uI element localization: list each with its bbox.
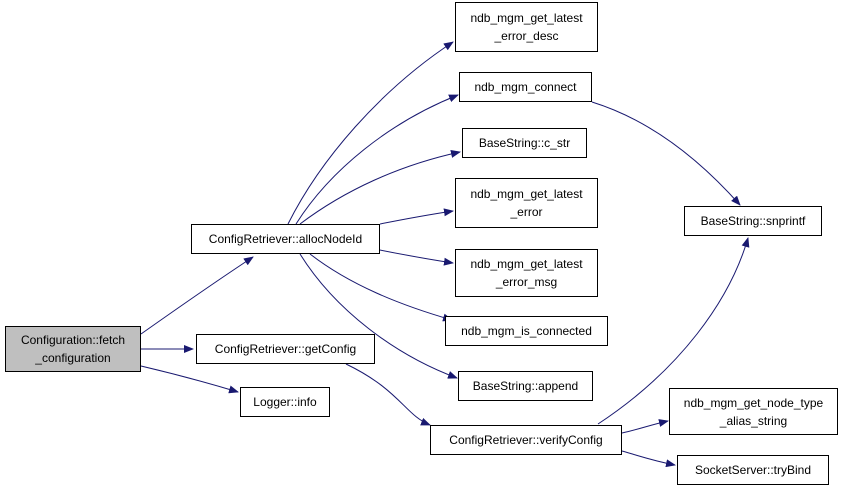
node-label-line-2: _error_msg — [495, 275, 558, 289]
edge-allocNodeId-to-error-desc — [287, 41, 454, 225]
node-ndb-mgm-get-node-type-alias-string[interactable]: ndb_mgm_get_node_type _alias_string — [669, 388, 838, 435]
node-label: ndb_mgm_connect — [474, 80, 577, 94]
edge-connect-to-snprintf — [591, 101, 741, 206]
edge-fetch-to-logger-info — [140, 365, 239, 394]
edge-allocNodeId-to-error — [379, 208, 454, 225]
node-label-line-1: ndb_mgm_get_latest — [470, 11, 583, 25]
node-label: ConfigRetriever::allocNodeId — [208, 232, 363, 246]
node-label-line-1: ndb_mgm_get_latest — [470, 257, 583, 271]
edge-fetch-to-allocNodeId — [140, 256, 254, 335]
edge-allocNodeId-to-is-connected — [309, 253, 453, 322]
edge-allocNodeId-to-append — [299, 253, 458, 379]
node-label-line-1: ndb_mgm_get_node_type — [683, 395, 824, 410]
node-basestring-snprintf[interactable]: BaseString::snprintf — [684, 206, 822, 236]
node-label: Logger::info — [253, 395, 317, 409]
node-label: BaseString::snprintf — [700, 214, 806, 228]
node-label: BaseString::c_str — [478, 136, 571, 150]
node-socketserver-trybind[interactable]: SocketServer::tryBind — [677, 455, 829, 485]
node-label-line-1: Configuration::fetch — [20, 333, 126, 347]
node-label: SocketServer::tryBind — [694, 463, 812, 477]
node-basestring-c-str[interactable]: BaseString::c_str — [462, 128, 587, 158]
node-ndb-mgm-is-connected[interactable]: ndb_mgm_is_connected — [445, 316, 608, 346]
node-configretriever-verifyconfig[interactable]: ConfigRetriever::verifyConfig — [430, 425, 622, 455]
node-configretriever-getconfig[interactable]: ConfigRetriever::getConfig — [196, 334, 375, 364]
node-label: ConfigRetriever::verifyConfig — [449, 433, 603, 447]
node-label: BaseString::append — [472, 379, 579, 393]
node-configretriever-allocnodeid[interactable]: ConfigRetriever::allocNodeId — [191, 224, 380, 254]
node-basestring-append[interactable]: BaseString::append — [458, 371, 593, 401]
node-label-line-1: ndb_mgm_get_latest — [470, 187, 583, 201]
edge-allocNodeId-to-error-msg — [379, 249, 454, 266]
edge-verifyConfig-to-tryBind — [621, 450, 676, 468]
node-ndb-mgm-get-latest-error[interactable]: ndb_mgm_get_latest _error — [455, 178, 598, 228]
edge-getConfig-to-verifyConfig — [345, 363, 431, 426]
edge-allocNodeId-to-connect — [295, 94, 459, 225]
edge-allocNodeId-to-c-str — [299, 149, 461, 225]
node-ndb-mgm-connect[interactable]: ndb_mgm_connect — [459, 72, 592, 102]
node-label-line-2: _error_desc — [494, 29, 559, 43]
node-ndb-mgm-get-latest-error-desc[interactable]: ndb_mgm_get_latest _error_desc — [455, 2, 598, 52]
node-ndb-mgm-get-latest-error-msg[interactable]: ndb_mgm_get_latest _error_msg — [455, 249, 598, 297]
node-label: ndb_mgm_is_connected — [461, 324, 592, 338]
edge-verifyConfig-to-node-type-alias — [621, 419, 669, 434]
node-configuration-fetch-configuration: Configuration::fetch_configuration — [5, 326, 141, 372]
node-label-line-2: _alias_string — [719, 413, 788, 428]
edge-verifyConfig-to-snprintf — [597, 237, 750, 425]
node-logger-info[interactable]: Logger::info — [240, 387, 330, 417]
node-label-line-2: _error — [510, 205, 543, 219]
node-label-line-2: _configuration — [35, 351, 111, 365]
node-label: ConfigRetriever::getConfig — [214, 342, 357, 356]
